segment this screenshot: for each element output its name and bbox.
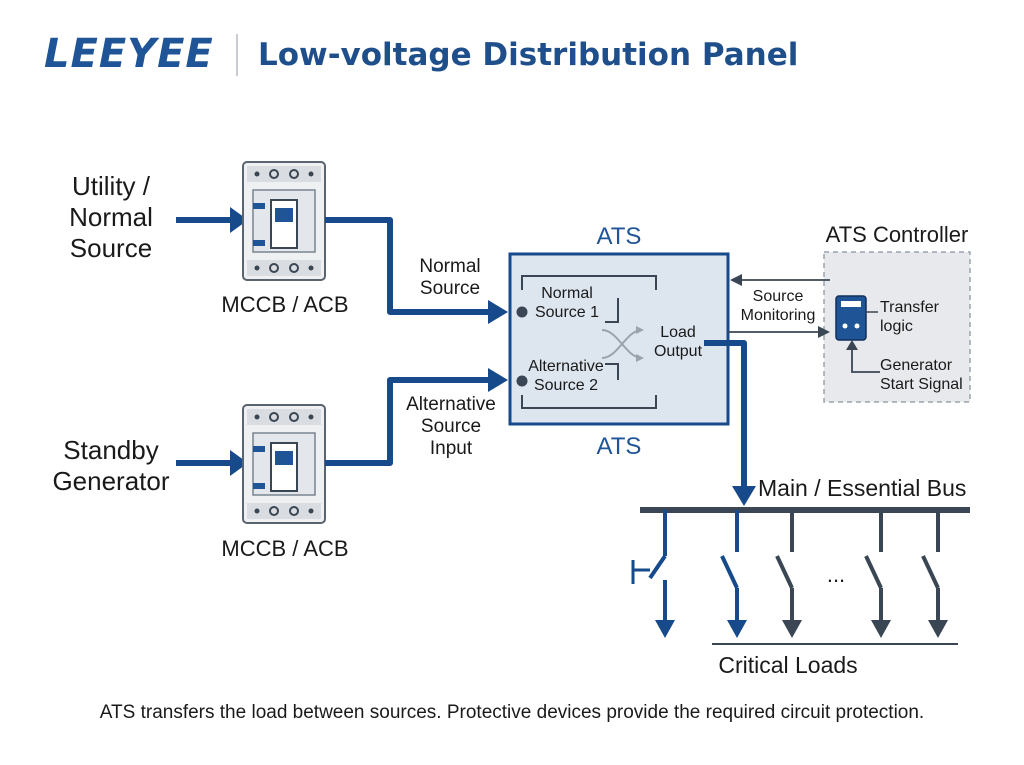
critical-loads-label: Critical Loads <box>718 652 858 678</box>
ats-source1-label: Normal Source 1 <box>534 285 600 321</box>
load-output-line <box>704 340 756 506</box>
footer-caption: ATS transfers the load between sources. … <box>99 702 925 723</box>
ats-controller-panel <box>823 251 971 403</box>
utility-source-label: Utility / Normal Source <box>69 171 153 263</box>
normal-source-feed-label: Normal Source <box>419 256 481 299</box>
breaker-top-label: MCCB / ACB <box>221 292 349 317</box>
generator-start-arrow <box>846 340 880 373</box>
ats-source2-label: Alternative Source 2 <box>528 358 604 394</box>
generator-source-label: Standby Generator <box>52 435 170 496</box>
ats-source1-terminal <box>516 306 528 318</box>
generator-start-label: Generator Start Signal <box>880 357 963 393</box>
main-bus-label: Main / Essential Bus <box>758 475 967 501</box>
breaker-bottom-label: MCCB / ACB <box>221 536 349 561</box>
utility-input-arrow <box>176 207 248 233</box>
transfer-logic-label: Transfer logic <box>880 299 939 335</box>
brand-logo: LEEYEE <box>44 31 214 77</box>
source-monitoring-label: Source Monitoring <box>740 288 816 324</box>
alternative-source-feed-label: Alternative Source Input <box>406 394 496 459</box>
branch-load-5-icon <box>921 510 948 638</box>
page-title: Low-voltage Distribution Panel <box>258 37 799 73</box>
normal-feed-line <box>325 217 508 324</box>
ats-panel <box>508 252 730 426</box>
generator-input-arrow <box>176 450 248 476</box>
branch-ellipsis: ... <box>826 562 846 587</box>
source-monitoring-arrow <box>728 274 830 338</box>
breaker-top-icon <box>242 161 326 281</box>
ats-source2-terminal <box>516 375 528 387</box>
branch-protected-icon <box>631 510 675 638</box>
branch-load-3-icon <box>775 510 802 638</box>
breaker-bottom-icon <box>242 404 326 524</box>
branch-load-2-icon <box>720 510 747 638</box>
ats-title-top: ATS <box>596 223 642 250</box>
alternative-feed-line <box>325 368 508 466</box>
ats-title-bottom: ATS <box>596 433 642 460</box>
controller-title: ATS Controller <box>825 222 969 247</box>
title-divider <box>236 34 238 76</box>
ats-output-label: Load Output <box>653 324 703 360</box>
branch-load-4-icon <box>864 510 891 638</box>
